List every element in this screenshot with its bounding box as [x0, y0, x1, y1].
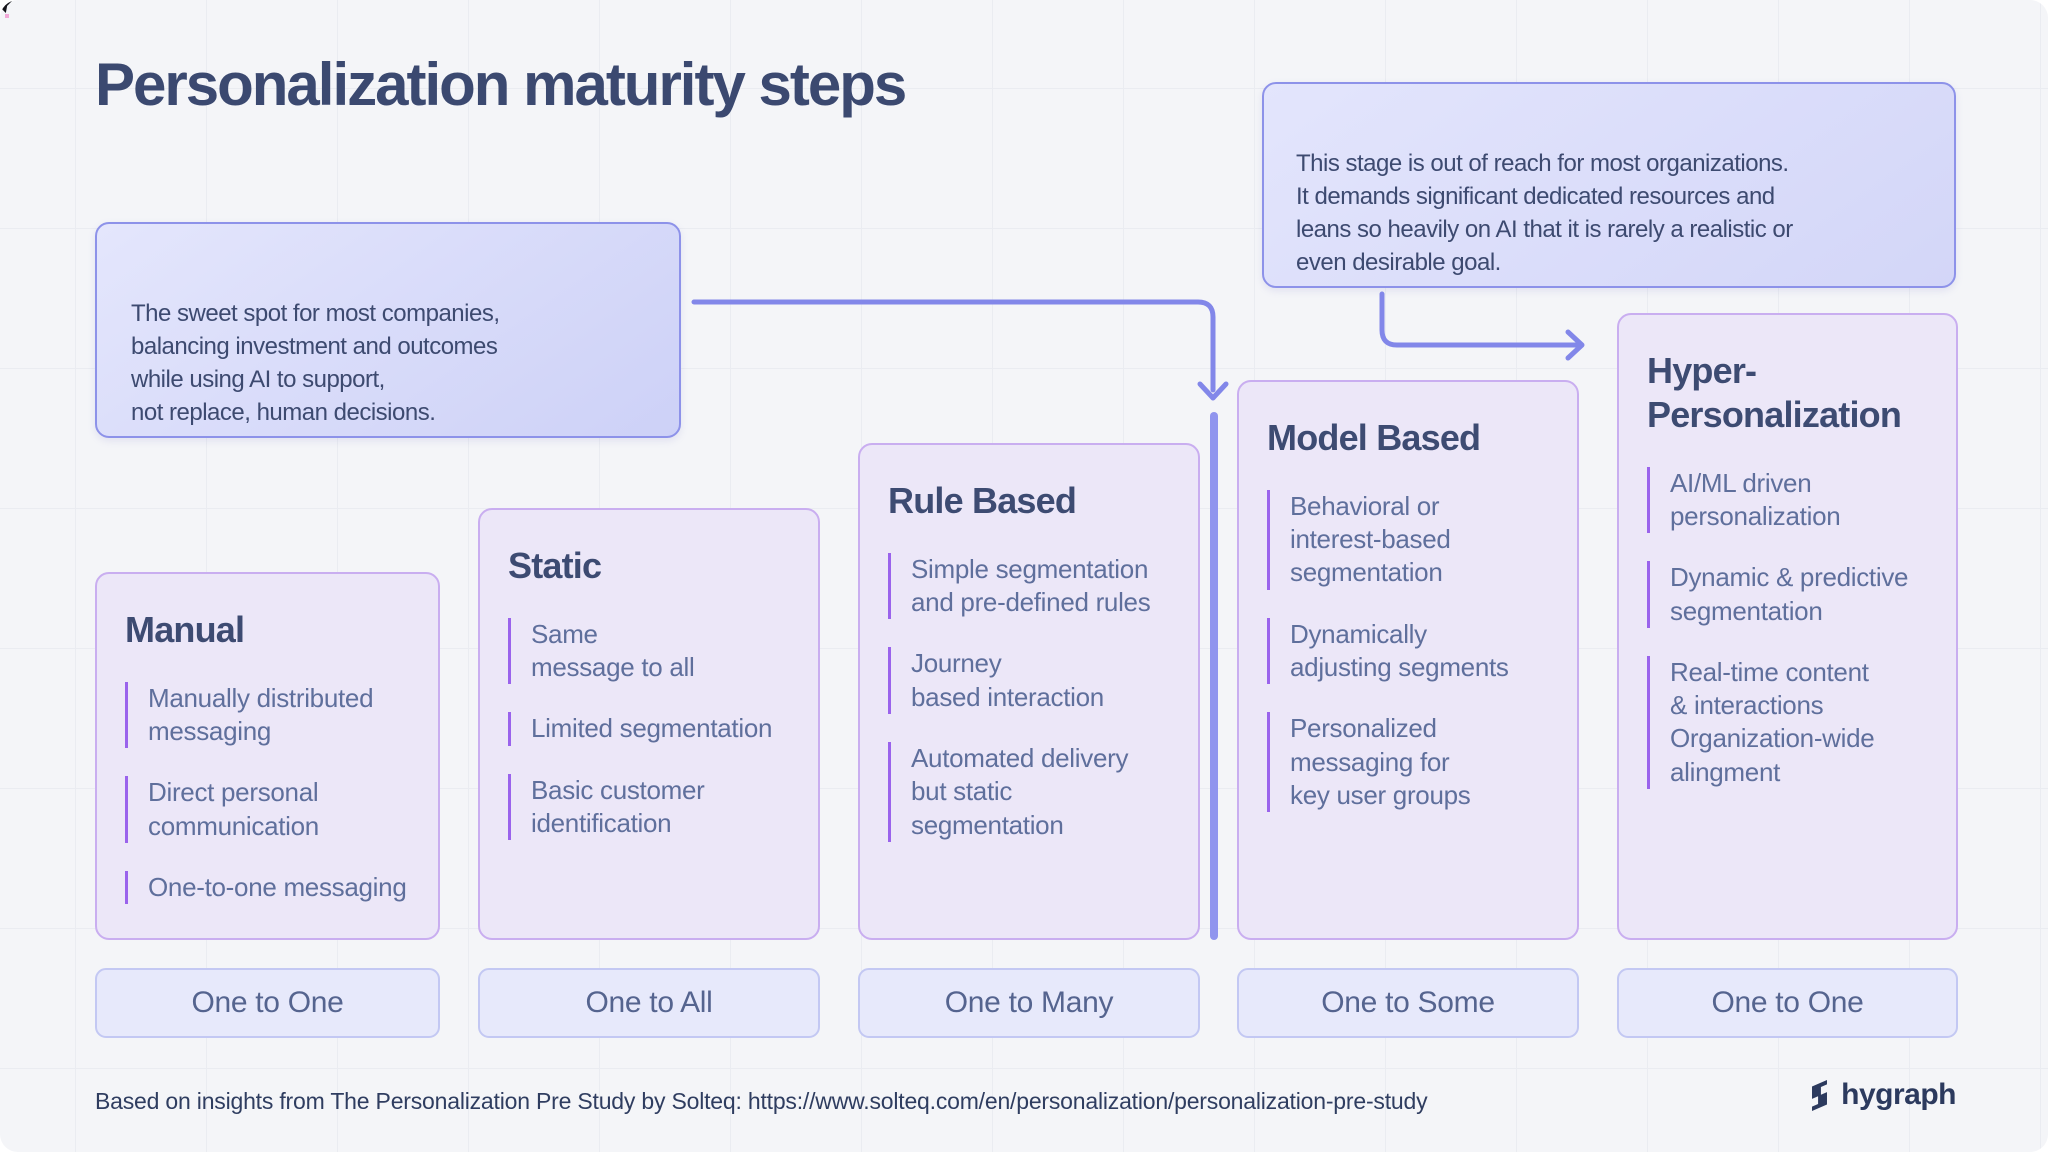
- page-title: Personalization maturity steps: [95, 51, 907, 118]
- hygraph-logo-text: hygraph: [1841, 1078, 1956, 1111]
- callout-out-of-reach: This stage is out of reach for most orga…: [1262, 82, 1956, 288]
- stage-bullet: Simple segmentation and pre-defined rule…: [888, 552, 1170, 620]
- stage-card-manual: Manual Manually distributed messaging Di…: [95, 572, 440, 940]
- stage-card-rule-based: Rule Based Simple segmentation and pre-d…: [858, 443, 1200, 940]
- stage-bullet: AI/ML driven personalization: [1647, 466, 1928, 534]
- stage-bullet: Manually distributed messaging: [125, 681, 410, 749]
- stage-bullet: Limited segmentation: [508, 712, 790, 746]
- stage-card-hyper-personalization: Hyper- Personalization AI/ML driven pers…: [1617, 313, 1958, 940]
- audience-pill-manual: One to One: [95, 968, 440, 1038]
- stage-title: Static: [508, 545, 602, 586]
- callout-sweet-spot: The sweet spot for most companies, balan…: [95, 222, 681, 438]
- stage-title: Model Based: [1267, 417, 1481, 458]
- stage-bullet: Journey based interaction: [888, 647, 1170, 714]
- hygraph-logo: hygraph: [1806, 1078, 1956, 1112]
- stage-title: Rule Based: [888, 480, 1077, 521]
- audience-pill-static: One to All: [478, 968, 820, 1038]
- stage-bullet: Real-time content & interactions Organiz…: [1647, 655, 1928, 789]
- source-attribution: Based on insights from The Personalizati…: [95, 1088, 1428, 1114]
- stage-bullet: Dynamic & predictive segmentation: [1647, 561, 1928, 628]
- stage-bullet: Behavioral or interest-based segmentatio…: [1267, 489, 1549, 590]
- stage-bullet: One-to-one messaging: [125, 870, 410, 905]
- cursor-artifact-dot: [5, 14, 9, 18]
- stage-bullet: Basic customer identification: [508, 773, 790, 841]
- audience-pill-model-based: One to Some: [1237, 968, 1579, 1038]
- audience-pill-rule-based: One to Many: [858, 968, 1200, 1038]
- audience-pill-hyper: One to One: [1617, 968, 1958, 1038]
- stage-card-model-based: Model Based Behavioral or interest-based…: [1237, 380, 1579, 940]
- stage-bullet: Direct personal communication: [125, 776, 410, 843]
- stage-bullet: Automated delivery but static segmentati…: [888, 741, 1170, 842]
- callout-out-of-reach-text: This stage is out of reach for most orga…: [1296, 150, 1793, 277]
- arrow-sweet-spot-to-divider: [691, 299, 1229, 401]
- stage-bullet: Personalized messaging for key user grou…: [1267, 712, 1549, 813]
- cursor-artifact: [0, 0, 13, 13]
- maturity-divider-bar: [1210, 412, 1218, 940]
- callout-sweet-spot-text: The sweet spot for most companies, balan…: [131, 300, 500, 427]
- stage-bullet: Same message to all: [508, 617, 790, 685]
- stage-bullet: Dynamically adjusting segments: [1267, 617, 1549, 685]
- stage-title: Hyper- Personalization: [1647, 350, 1902, 435]
- hygraph-logo-icon: [1812, 1079, 1828, 1111]
- stage-card-static: Static Same message to all Limited segme…: [478, 508, 820, 940]
- stage-title: Manual: [125, 609, 245, 650]
